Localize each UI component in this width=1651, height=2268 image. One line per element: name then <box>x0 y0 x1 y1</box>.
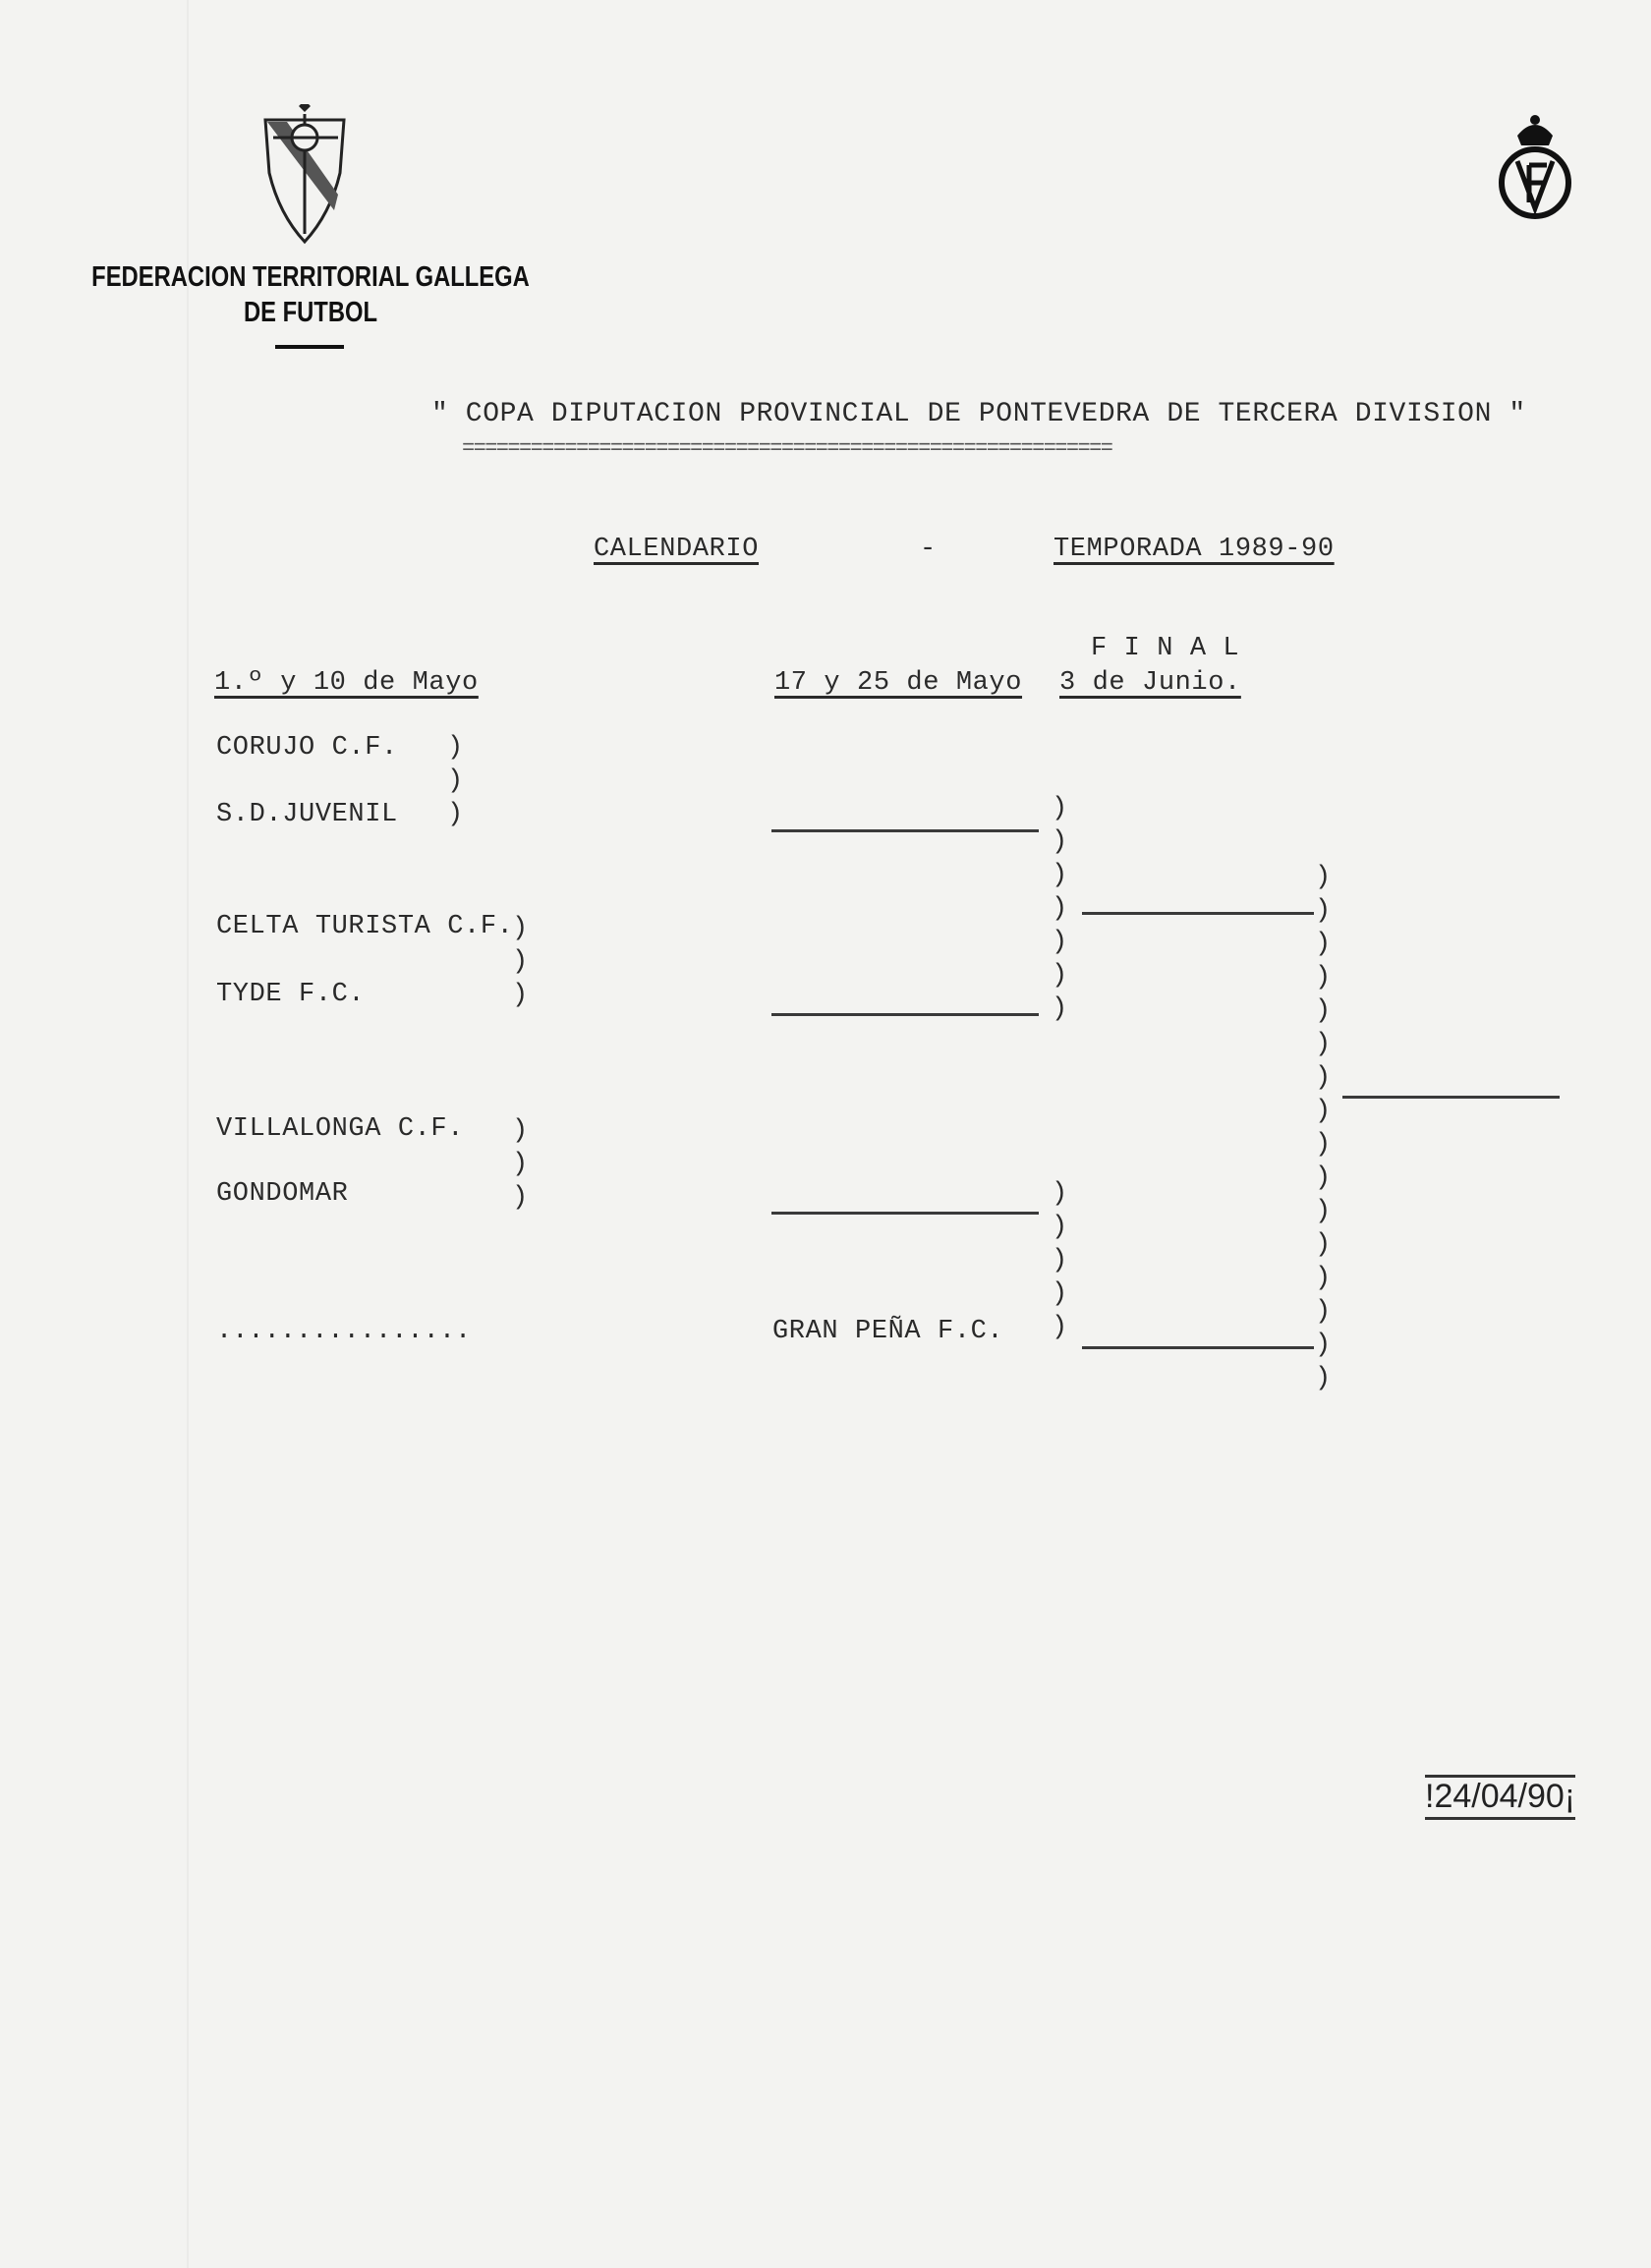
winner-line-r2-2 <box>771 1013 1039 1016</box>
bracket-glyph: ) <box>1052 928 1068 957</box>
bracket-glyph: ) <box>1315 863 1332 892</box>
bracket-glyph: ) <box>447 733 464 763</box>
winner-line-sf-2 <box>1082 1346 1314 1349</box>
paper-fold <box>187 0 189 2268</box>
bracket-glyph: ) <box>1315 1163 1332 1193</box>
champion-line <box>1342 1096 1560 1099</box>
bracket-final: )))))))))))))))) <box>1315 861 1331 1395</box>
bracket-glyph: ) <box>512 981 529 1010</box>
bracket-glyph: ) <box>1315 1364 1332 1393</box>
round2-date: 17 y 25 de Mayo <box>774 668 1023 698</box>
bracket-glyph: ) <box>1315 963 1332 992</box>
bracket-glyph: ) <box>1052 794 1068 823</box>
bracket-match1: ))) <box>447 731 463 831</box>
team-gran-pena: GRAN PEÑA F.C. <box>772 1317 1004 1346</box>
season-label: TEMPORADA 1989-90 <box>1053 535 1335 564</box>
bracket-glyph: ) <box>1315 1230 1332 1260</box>
bracket-glyph: ) <box>1052 1313 1068 1342</box>
bracket-glyph: ) <box>447 800 464 829</box>
bracket-glyph: ) <box>512 1183 529 1213</box>
rfef-crown-logo <box>1499 115 1571 219</box>
header-rule <box>275 345 344 349</box>
bracket-glyph: ) <box>1315 1097 1332 1126</box>
bracket-glyph: ) <box>1315 930 1332 959</box>
bracket-glyph: ) <box>1315 1030 1332 1059</box>
bracket-glyph: ) <box>1315 896 1332 926</box>
team-gondomar: GONDOMAR <box>216 1179 349 1209</box>
team-villalonga: VILLALONGA C.F. <box>216 1114 465 1144</box>
winner-line-r2-3 <box>771 1212 1039 1215</box>
bracket-glyph: ) <box>1315 1331 1332 1360</box>
title-double-rule: ========================================… <box>462 436 1113 461</box>
competition-title: " COPA DIPUTACION PROVINCIAL DE PONTEVED… <box>431 399 1526 429</box>
bracket-glyph: ) <box>447 766 464 796</box>
bracket-glyph: ) <box>1315 1197 1332 1226</box>
team-placeholder-dots: ................ <box>216 1317 472 1346</box>
org-name-line2: DE FUTBOL <box>243 297 378 328</box>
team-corujo: CORUJO C.F. <box>216 733 398 763</box>
bracket-glyph: ) <box>1315 1297 1332 1327</box>
bracket-glyph: ) <box>1052 827 1068 857</box>
bracket-glyph: ) <box>1315 1063 1332 1093</box>
final-date: 3 de Junio. <box>1059 668 1241 698</box>
org-name-line1: FEDERACION TERRITORIAL GALLEGA <box>91 261 530 293</box>
bracket-glyph: ) <box>1052 1213 1068 1242</box>
round1-date: 1.º y 10 de Mayo <box>214 668 479 698</box>
team-celta-turista: CELTA TURISTA C.F. <box>216 912 514 941</box>
final-label: F I N A L <box>1091 634 1240 663</box>
bracket-glyph: ) <box>1052 1179 1068 1209</box>
bracket-glyph: ) <box>1052 1279 1068 1309</box>
bracket-match2: ))) <box>512 912 528 1012</box>
bracket-glyph: ) <box>512 1116 529 1146</box>
bracket-glyph: ) <box>1315 996 1332 1026</box>
bracket-glyph: ) <box>1052 994 1068 1024</box>
bracket-glyph: ) <box>512 1150 529 1179</box>
bracket-glyph: ) <box>1052 861 1068 890</box>
calendar-label: CALENDARIO <box>594 535 760 564</box>
bracket-glyph: ) <box>512 914 529 943</box>
bracket-glyph: ) <box>1052 894 1068 924</box>
winner-line-r2-1 <box>771 829 1039 832</box>
bracket-glyph: ) <box>512 947 529 977</box>
bracket-match3: ))) <box>512 1114 528 1215</box>
team-sd-juvenil: S.D.JUVENIL <box>216 800 398 829</box>
winner-line-sf-1 <box>1082 912 1314 915</box>
bracket-semifinal2: ))))) <box>1052 1177 1067 1344</box>
date-stamp: !24/04/90¡ <box>1425 1775 1576 1820</box>
bracket-glyph: ) <box>1315 1264 1332 1293</box>
subtitle-dash: - <box>920 535 937 564</box>
bracket-glyph: ) <box>1052 961 1068 991</box>
team-tyde: TYDE F.C. <box>216 980 366 1009</box>
bracket-glyph: ) <box>1315 1130 1332 1160</box>
bracket-glyph: ) <box>1052 1246 1068 1276</box>
bracket-semifinal1: ))))))) <box>1052 792 1067 1026</box>
federation-crest-logo <box>263 104 346 245</box>
